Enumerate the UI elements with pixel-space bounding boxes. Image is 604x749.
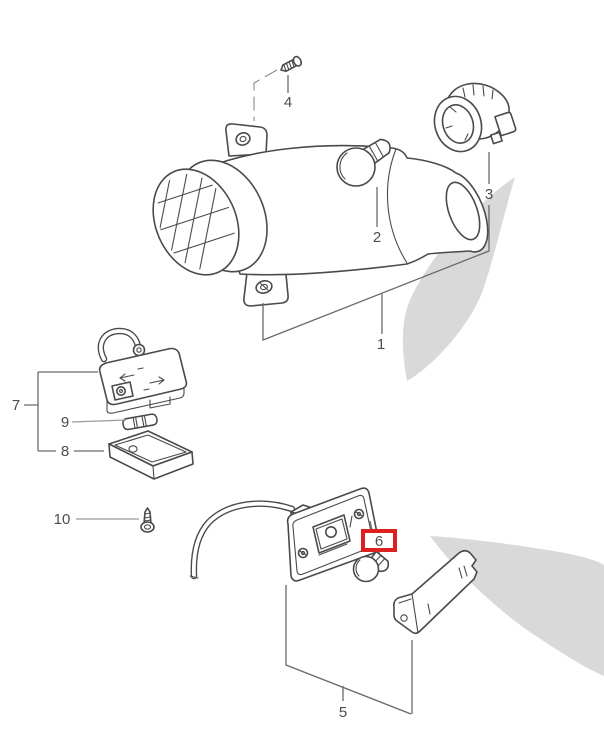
leader-line-3: [262, 152, 490, 341]
svg-text:1: 1: [377, 336, 385, 353]
bracket-line-7: [24, 371, 104, 452]
license-lamp-bulb-6-icon: [352, 550, 390, 583]
callout-7[interactable]: 7: [12, 397, 20, 414]
lens-hatch-pattern: [149, 167, 250, 279]
callout-4[interactable]: 4: [284, 94, 292, 111]
bulb-2-icon: [336, 138, 391, 187]
callout-1[interactable]: 1: [377, 336, 385, 353]
highlight-box: [361, 529, 397, 552]
svg-text:3: 3: [485, 186, 493, 203]
svg-text:9: 9: [61, 414, 69, 431]
callout-8[interactable]: 8: [61, 443, 69, 460]
wire-harness-icon: [189, 500, 296, 580]
callout-10[interactable]: 10: [54, 511, 71, 528]
callout-2[interactable]: 2: [373, 229, 381, 246]
leader-line-9: [71, 419, 127, 423]
callout-5[interactable]: 5: [339, 704, 347, 721]
svg-text:8: 8: [61, 443, 69, 460]
lens-cover-icon: [393, 549, 478, 635]
relay-lamp-unit-icon: [97, 327, 188, 414]
svg-text:4: 4: [284, 94, 292, 111]
callout-9[interactable]: 9: [61, 414, 69, 431]
svg-text:10: 10: [54, 511, 71, 528]
leader-line-5: [285, 585, 413, 715]
screw-4-centerline: [253, 69, 278, 121]
svg-text:5: 5: [339, 704, 347, 721]
callout-3[interactable]: 3: [485, 186, 493, 203]
svg-text:6: 6: [375, 533, 383, 550]
screw-4-icon: [280, 55, 303, 73]
svg-text:7: 7: [12, 397, 20, 414]
lamp-tray-8-icon: [108, 430, 194, 480]
festoon-bulb-9-icon: [122, 413, 158, 431]
fog-lamp-housing-icon: [149, 123, 489, 307]
screw-10-icon: [140, 507, 155, 533]
svg-text:2: 2: [373, 229, 381, 246]
bulb-socket-3-icon: [433, 82, 517, 153]
callout-6-highlighted[interactable]: 6: [361, 529, 397, 552]
